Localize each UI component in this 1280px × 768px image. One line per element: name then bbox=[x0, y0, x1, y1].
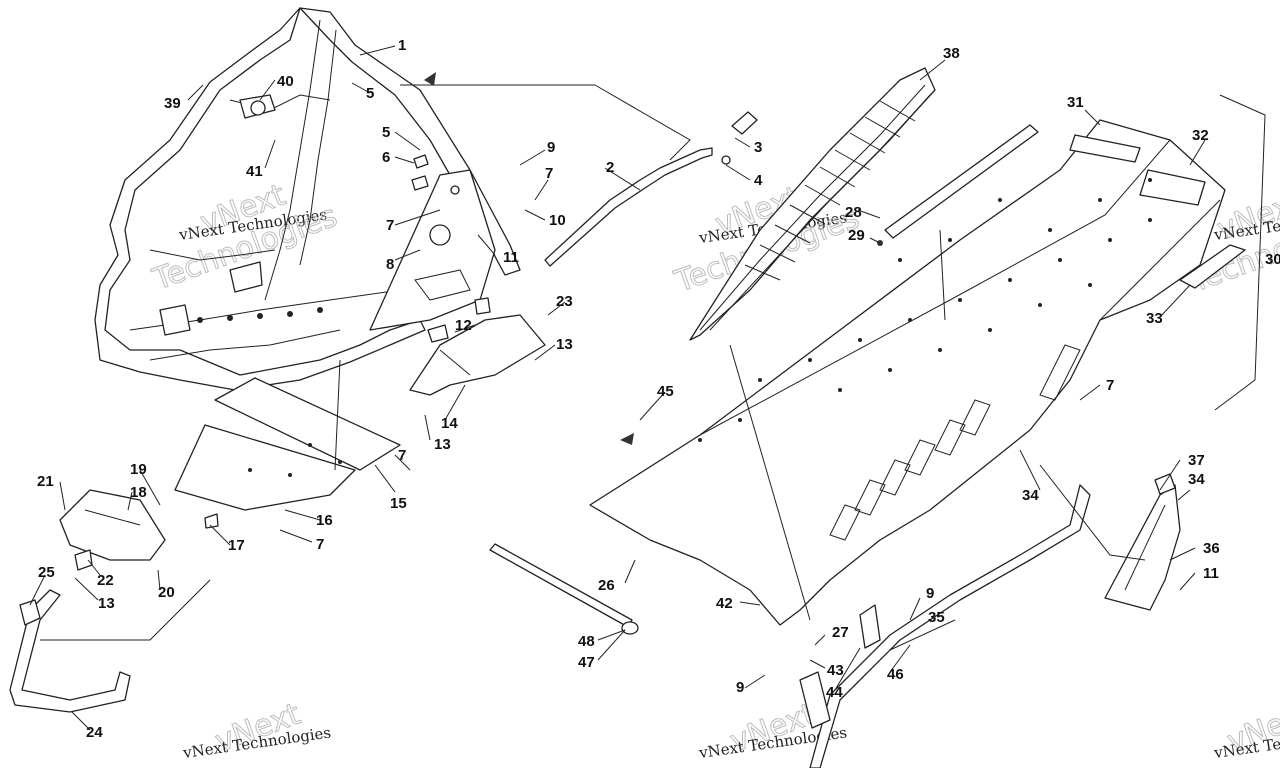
skid-plates bbox=[174, 377, 401, 511]
callout-7c: 7 bbox=[398, 447, 406, 464]
callout-8: 8 bbox=[386, 256, 394, 273]
callout-48: 48 bbox=[578, 633, 595, 650]
callout-39: 39 bbox=[164, 95, 181, 112]
callout-46: 46 bbox=[887, 666, 904, 683]
front-bumper bbox=[9, 589, 131, 713]
callout-4: 4 bbox=[754, 172, 763, 189]
callout-41: 41 bbox=[246, 163, 263, 180]
callout-20: 20 bbox=[158, 584, 175, 601]
callout-14: 14 bbox=[441, 415, 458, 432]
callout-7a: 7 bbox=[386, 217, 394, 234]
callout-36: 36 bbox=[1203, 540, 1220, 557]
callout-42: 42 bbox=[716, 595, 733, 612]
callout-22: 22 bbox=[97, 572, 114, 589]
callout-45: 45 bbox=[657, 383, 674, 400]
callout-16: 16 bbox=[316, 512, 333, 529]
callout-18: 18 bbox=[130, 484, 147, 501]
callout-43: 43 bbox=[827, 662, 844, 679]
callout-11a: 11 bbox=[503, 249, 519, 266]
callout-40: 40 bbox=[277, 73, 294, 90]
callout-5a: 5 bbox=[366, 85, 374, 102]
callout-13b: 13 bbox=[434, 436, 451, 453]
callout-34b: 34 bbox=[1188, 471, 1205, 488]
callout-24: 24 bbox=[86, 724, 103, 741]
callout-27: 27 bbox=[832, 624, 849, 641]
callout-7d: 7 bbox=[316, 536, 324, 553]
tunnel bbox=[589, 119, 1226, 626]
steering-rod bbox=[544, 111, 758, 267]
rear-rack bbox=[689, 67, 936, 341]
callout-13a: 13 bbox=[556, 336, 573, 353]
callout-23: 23 bbox=[556, 293, 573, 310]
axle-rod bbox=[489, 543, 639, 635]
callout-19: 19 bbox=[130, 461, 147, 478]
callout-25: 25 bbox=[38, 564, 55, 581]
steering-post bbox=[59, 489, 166, 571]
callout-3: 3 bbox=[754, 139, 762, 156]
callout-2: 2 bbox=[606, 159, 614, 176]
front-frame bbox=[94, 7, 521, 391]
callout-44: 44 bbox=[826, 684, 843, 701]
callout-numbers: 1 2 3 4 5 5 6 7 7 7 7 7 8 9 9 9 10 11 11… bbox=[37, 37, 1280, 741]
callout-31: 31 bbox=[1067, 94, 1084, 111]
callout-7b: 7 bbox=[545, 165, 553, 182]
callout-34a: 34 bbox=[1022, 487, 1039, 504]
callout-28: 28 bbox=[845, 204, 862, 221]
callout-9a: 9 bbox=[547, 139, 555, 156]
callout-35: 35 bbox=[928, 609, 945, 626]
callout-9c: 9 bbox=[736, 679, 744, 696]
callout-13c: 13 bbox=[98, 595, 115, 612]
callout-26: 26 bbox=[598, 577, 615, 594]
leader-lines bbox=[29, 45, 1266, 731]
callout-10: 10 bbox=[549, 212, 566, 229]
callout-30: 30 bbox=[1265, 251, 1280, 268]
small-parts bbox=[19, 154, 883, 649]
callout-6: 6 bbox=[382, 149, 390, 166]
callout-17: 17 bbox=[228, 537, 245, 554]
rear-bracket bbox=[1104, 473, 1181, 611]
callout-37: 37 bbox=[1188, 452, 1205, 469]
direction-flags bbox=[424, 72, 634, 445]
callout-5b: 5 bbox=[382, 124, 390, 141]
callout-33: 33 bbox=[1146, 310, 1163, 327]
footrest-bracket bbox=[409, 297, 546, 396]
callout-15: 15 bbox=[390, 495, 407, 512]
callout-47: 47 bbox=[578, 654, 595, 671]
callout-32: 32 bbox=[1192, 127, 1209, 144]
rear-bumper bbox=[799, 484, 1091, 768]
callout-9b: 9 bbox=[926, 585, 934, 602]
callout-38: 38 bbox=[943, 45, 960, 62]
callout-1: 1 bbox=[398, 37, 406, 54]
seat-bar bbox=[884, 124, 1039, 239]
callout-7e: 7 bbox=[1106, 377, 1114, 394]
callout-21: 21 bbox=[37, 473, 54, 490]
callout-12: 12 bbox=[455, 317, 472, 334]
callout-29: 29 bbox=[848, 227, 865, 244]
callout-11b: 11 bbox=[1203, 565, 1219, 582]
